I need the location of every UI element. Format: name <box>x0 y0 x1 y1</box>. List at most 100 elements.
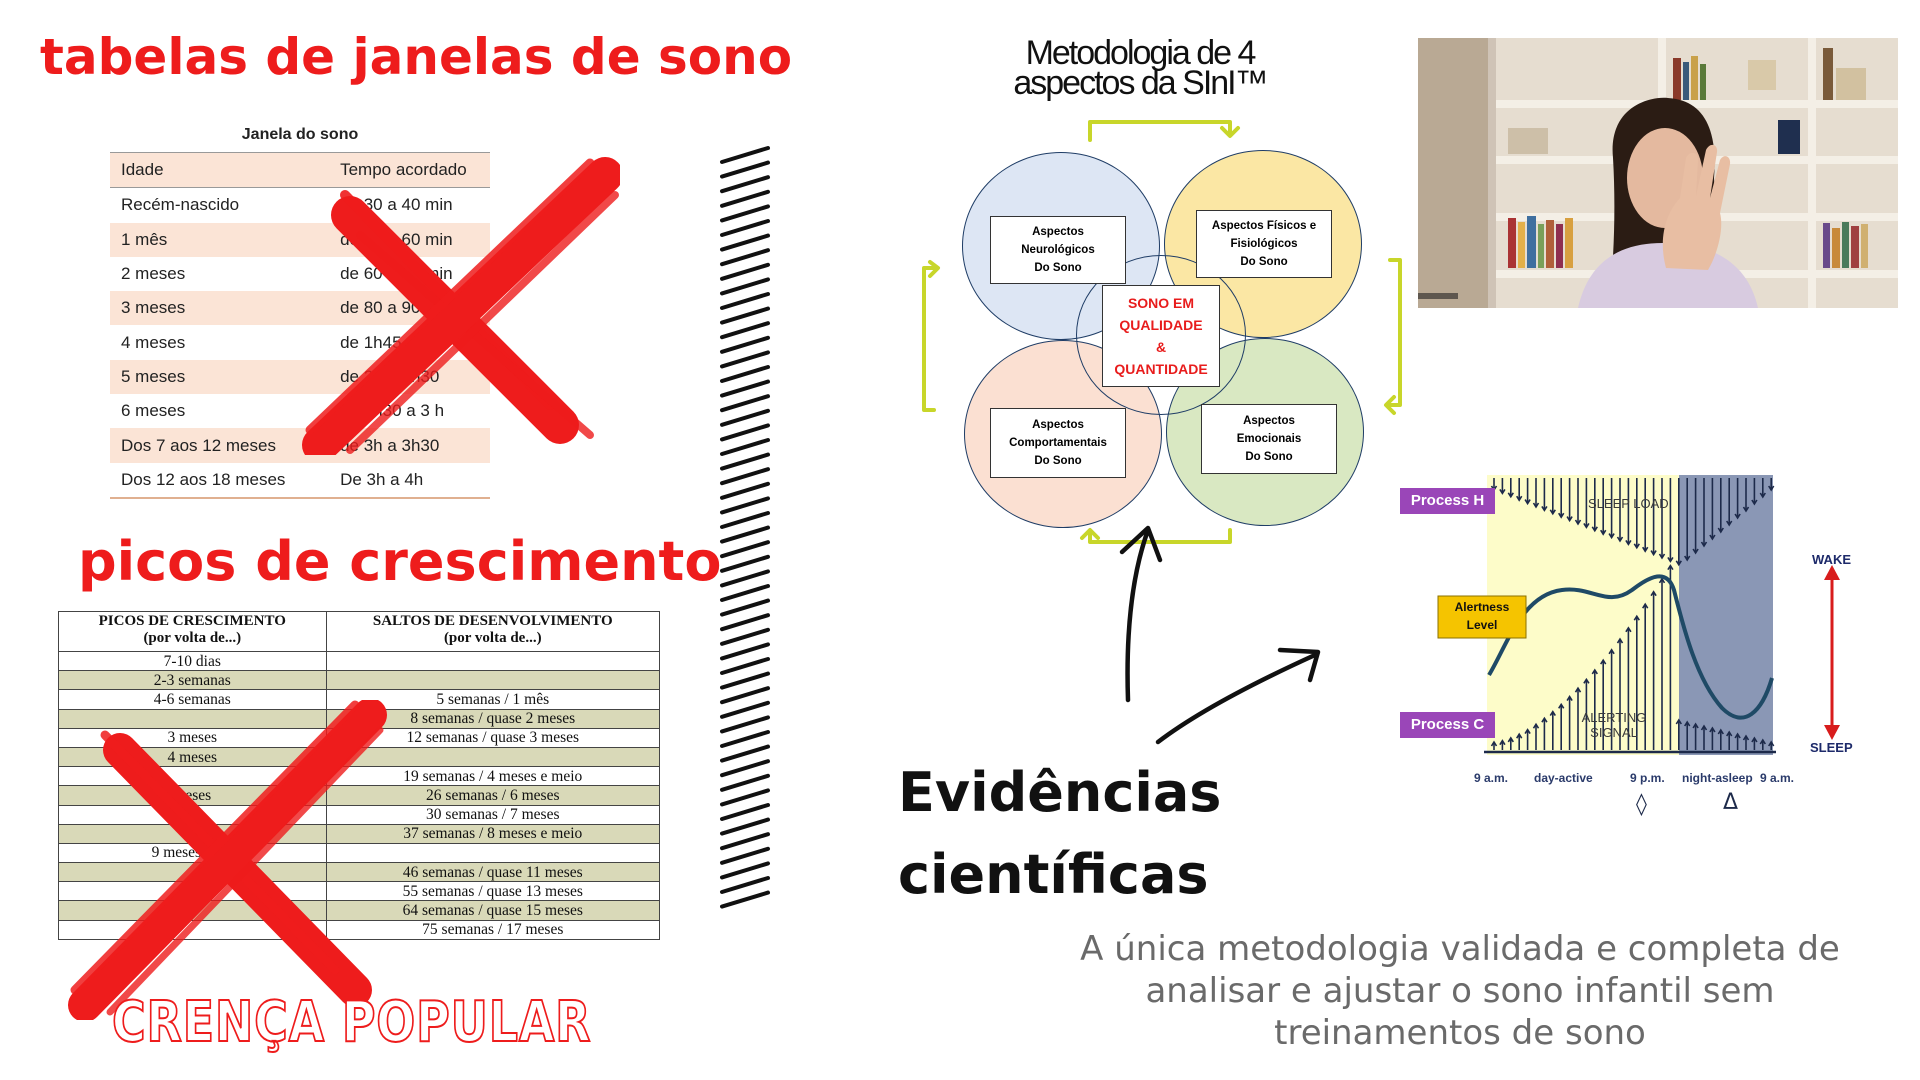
table-cell: 6 meses <box>121 401 186 421</box>
table-cell: Dos 7 aos 12 meses <box>110 428 311 463</box>
box-line: Aspectos <box>1032 419 1084 431</box>
title-line: Metodologia de 4 <box>1025 34 1257 72</box>
title-line: aspectos da SInI™ <box>1013 64 1268 102</box>
hatch-line <box>720 613 770 632</box>
arrow-head <box>1658 553 1666 560</box>
table-cell <box>325 670 661 691</box>
arrow-head <box>1549 509 1556 516</box>
alerting-signal-label: ALERTING SIGNAL <box>1574 710 1654 740</box>
x-axis-label: 9 a.m. <box>1474 771 1509 785</box>
hatched-divider <box>720 146 770 909</box>
header-line: SALTOS DE DESENVOLVIMENTO <box>372 613 613 629</box>
table-cell: De 3h a 4h <box>310 462 490 499</box>
hatch-line <box>720 423 770 442</box>
title-line: científicas <box>898 843 1209 906</box>
hatch-line <box>720 452 770 471</box>
hatch-line <box>720 204 770 223</box>
subtitle-line: analisar e ajustar o sono infantil sem <box>1145 971 1775 1011</box>
hatch-line <box>720 759 770 778</box>
hatch-line <box>720 788 770 807</box>
header-line: (por volta de...) <box>143 630 242 646</box>
arrow-head <box>1650 550 1657 557</box>
box-line: Comportamentais <box>1009 437 1107 449</box>
hatch-line <box>720 189 770 208</box>
hatch-line <box>720 467 770 486</box>
box-line: & <box>1155 339 1167 355</box>
label-line: SIGNAL <box>1590 725 1638 740</box>
behavior-box: Aspectos Comportamentais Do Sono <box>990 408 1126 478</box>
wake-label: WAKE <box>1812 552 1851 567</box>
arrow-head <box>1532 722 1540 729</box>
arrow-head <box>1675 560 1682 567</box>
box-line: Aspectos <box>1243 415 1295 427</box>
hatch-line <box>720 379 770 398</box>
arrow-head <box>1726 730 1733 737</box>
hatch-line <box>720 657 770 675</box>
presenter-video-image <box>1418 38 1898 308</box>
hatch-line <box>720 394 770 413</box>
alertness-label: Alertness Level <box>1438 598 1526 634</box>
hatch-line <box>720 876 770 894</box>
arrow-head <box>1516 732 1523 739</box>
table-cell: 5 meses <box>110 359 311 395</box>
table-cell: 37 semanas / 8 meses e meio <box>325 823 661 844</box>
table-cell: 5 semanas / 1 mês <box>325 689 661 710</box>
arrow-head <box>1524 728 1531 735</box>
arrow-head <box>1616 536 1624 543</box>
subtitle-line: A única metodologia validada e completa … <box>1080 929 1840 969</box>
hatch-line <box>720 773 770 792</box>
arrow-head <box>1759 492 1766 499</box>
arrow-head <box>1549 710 1556 717</box>
box-line: SONO EM <box>1127 295 1195 311</box>
arrow-head <box>1700 541 1708 548</box>
methodology-title: Metodologia de 4 aspectos da SInI™ <box>1010 34 1270 102</box>
hatch-line <box>720 306 770 325</box>
hatch-line <box>720 803 770 821</box>
hatch-line <box>720 525 770 544</box>
box-line: Do Sono <box>1034 455 1082 467</box>
hatch-line <box>720 248 770 267</box>
table-cell: 19 semanas / 4 meses e meio <box>325 766 661 787</box>
hatch-line <box>720 817 770 836</box>
table-cell: 3 meses <box>110 291 311 326</box>
hatch-line <box>720 715 770 734</box>
box-line: Fisiológicos <box>1230 238 1298 250</box>
box-line: Do Sono <box>1245 451 1293 463</box>
arrow-head <box>1558 512 1565 519</box>
hatch-line <box>720 730 770 748</box>
arrow-head <box>1507 492 1514 499</box>
arrow-head <box>1667 564 1674 571</box>
arrow-head <box>1541 505 1548 512</box>
hatch-line <box>720 554 770 573</box>
hatch-line <box>720 511 770 529</box>
hatch-line <box>720 175 770 194</box>
column-header-age: Idade <box>110 151 311 189</box>
hatch-line <box>720 233 770 252</box>
sleep-model-figure <box>1400 475 1840 755</box>
growth-peaks-title: picos de crescimento <box>78 530 722 593</box>
popular-belief-label: CRENÇA POPULAR <box>111 989 592 1056</box>
box-line: Emocionais <box>1236 433 1302 445</box>
hatch-line <box>720 262 770 281</box>
table-cell: Recém-nascido <box>121 195 240 215</box>
hatch-line <box>720 321 770 340</box>
arrow-head <box>1633 614 1640 621</box>
table-cell: 4 meses <box>121 332 186 352</box>
arrow-head <box>1583 522 1590 529</box>
arrow-head <box>1684 720 1691 727</box>
hatch-line <box>720 686 770 705</box>
arrow-head <box>1709 534 1716 541</box>
arrow-head <box>1608 533 1615 540</box>
box-line: QUANTIDADE <box>1114 361 1208 377</box>
sleep-label: SLEEP <box>1810 740 1853 755</box>
cycle-arrows <box>922 120 1402 544</box>
sleep-load-label: SLEEP LOAD <box>1588 496 1669 511</box>
center-box: SONO EM QUALIDADE & QUANTIDADE <box>1102 285 1220 387</box>
red-cross-icon <box>68 700 387 1020</box>
x-axis-label: 9 a.m. <box>1760 771 1795 785</box>
hatch-line <box>720 365 770 383</box>
arrow-head <box>1591 526 1598 533</box>
table-cell: 64 semanas / quase 15 meses <box>325 900 661 921</box>
hatch-line <box>720 408 770 427</box>
arrow-head <box>1583 677 1590 684</box>
